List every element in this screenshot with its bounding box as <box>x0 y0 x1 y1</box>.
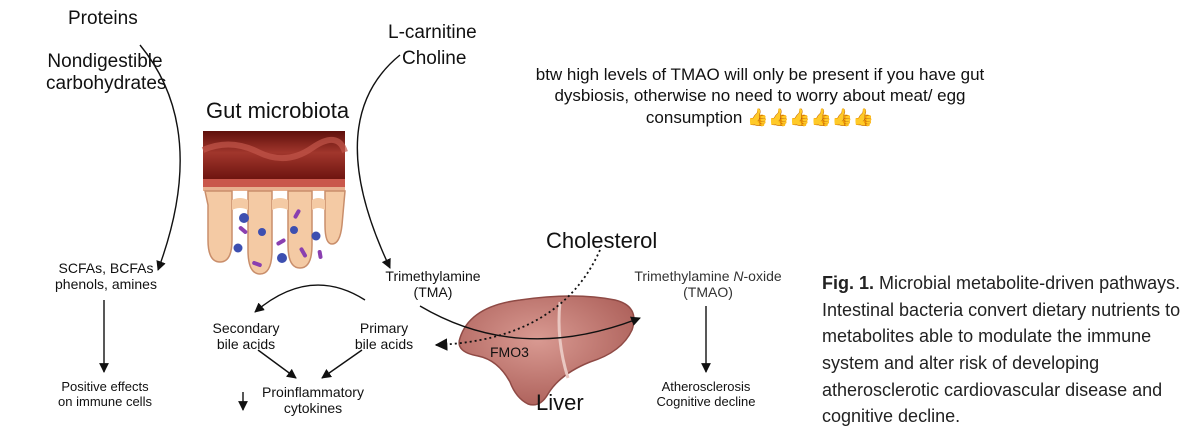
arrow-carnitine-to-tma <box>356 54 401 269</box>
arrow-secondary-to-proinflammatory <box>257 349 297 379</box>
label-tmao-italic: N <box>733 268 744 284</box>
label-nondigestible-line2: carbohydrates <box>46 72 167 94</box>
overlay-note: btw high levels of TMAO will only be pre… <box>530 64 990 128</box>
label-tma-line1: Trimethylamine <box>385 268 481 284</box>
arrow-proteins-to-scfa <box>139 44 181 271</box>
label-l-carnitine-rest: -carnitine <box>398 22 477 43</box>
label-proinflammatory-line2: cytokines <box>283 400 343 417</box>
note-text: btw high levels of TMAO will only be pre… <box>535 65 985 127</box>
arrow-cholesterol-to-bile <box>434 249 601 351</box>
arrow-primary-to-secondary <box>254 284 366 313</box>
label-proteins: Proteins <box>68 8 138 29</box>
label-tmao-line1: Trimethylamine N-oxide <box>618 268 798 284</box>
label-secondary-line2: bile acids <box>216 336 276 353</box>
label-proinflammatory-cytokines: Proinflammatory cytokines <box>248 384 378 416</box>
label-nondigestible-carbohydrates: Nondigestible carbohydrates <box>46 51 167 95</box>
label-scfas-line1: SCFAs, BCFAs <box>58 260 154 276</box>
label-outcomes: Atherosclerosis Cognitive decline <box>644 379 768 410</box>
label-cognitive-decline: Cognitive decline <box>656 393 756 409</box>
label-primary-line2: bile acids <box>354 336 414 353</box>
label-tma: Trimethylamine (TMA) <box>378 268 488 300</box>
caption-text: Microbial metabolite-driven pathways. In… <box>822 273 1181 427</box>
bacteria <box>233 209 323 268</box>
label-tmao-prefix: Trimethylamine <box>634 268 734 284</box>
note-emoji: 👍👍👍👍👍👍 <box>747 107 875 127</box>
label-primary-line1: Primary <box>359 320 409 336</box>
label-tmao-suffix: -oxide <box>743 268 782 284</box>
arrow-tma-to-tmao <box>419 305 641 340</box>
villi <box>204 190 346 275</box>
caption-label: Fig. 1. <box>822 273 875 293</box>
liver-illustration <box>458 295 635 406</box>
label-secondary-bile-acids: Secondary bile acids <box>196 320 296 352</box>
arrows <box>99 44 711 411</box>
label-nondigestible-line1: Nondigestible <box>47 51 163 72</box>
arrow-primary-to-proinflammatory <box>321 349 363 379</box>
label-proinflammatory-line1: Proinflammatory <box>262 384 364 400</box>
intestine-illustration <box>201 131 348 275</box>
label-tmao-line2: (TMAO) <box>683 284 733 301</box>
label-fmo3: FMO3 <box>490 344 529 360</box>
label-l-carnitine: L-carnitine <box>388 22 477 44</box>
label-choline: Choline <box>402 48 467 69</box>
label-tmao: Trimethylamine N-oxide (TMAO) <box>618 268 798 300</box>
label-secondary-line1: Secondary <box>212 320 280 336</box>
label-scfas-line2: phenols, amines <box>55 276 157 293</box>
label-liver: Liver <box>536 390 584 415</box>
label-gut-microbiota: Gut microbiota <box>206 98 350 123</box>
label-tma-line2: (TMA) <box>413 284 453 301</box>
label-positive-line2: on immune cells <box>58 393 152 409</box>
label-positive-effects: Positive effects on immune cells <box>46 379 164 410</box>
label-cholesterol: Cholesterol <box>546 228 658 253</box>
figure-caption: Fig. 1. Microbial metabolite-driven path… <box>822 270 1197 430</box>
label-positive-line1: Positive effects <box>61 379 149 394</box>
label-atherosclerosis: Atherosclerosis <box>661 379 751 394</box>
label-primary-bile-acids: Primary bile acids <box>334 320 434 352</box>
label-scfas: SCFAs, BCFAs phenols, amines <box>52 260 160 292</box>
label-l-carnitine-prefix: L <box>388 22 399 43</box>
